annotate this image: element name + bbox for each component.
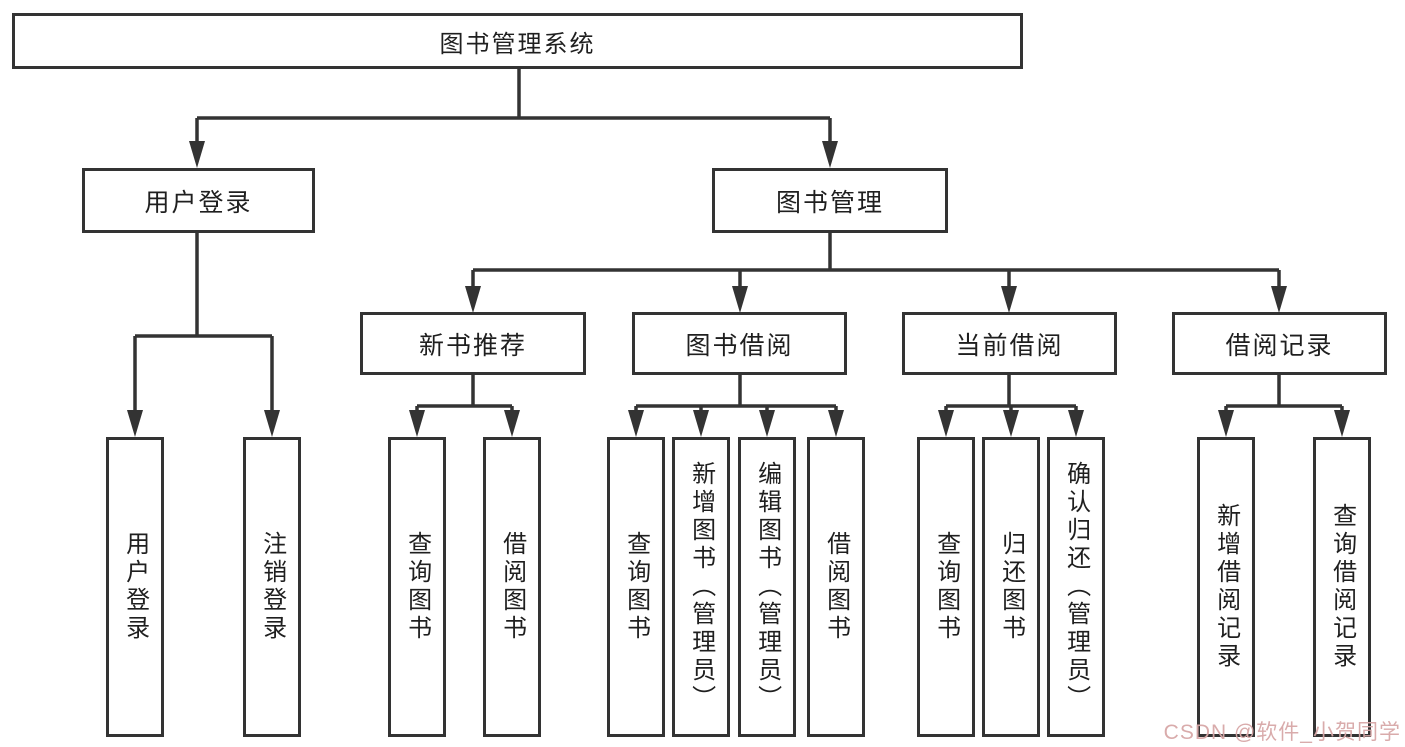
node-book-management: 图书管理 [712, 168, 948, 233]
leaf-logout: 注销登录 [243, 437, 301, 737]
node-user-login: 用户登录 [82, 168, 315, 233]
leaf-borrowing-add-books-admin: 新增图书（管理员） [672, 437, 730, 737]
leaf-user-login: 用户登录 [106, 437, 164, 737]
leaf-records-add-record: 新增借阅记录 [1197, 437, 1255, 737]
node-new-book-recommend: 新书推荐 [360, 312, 586, 375]
csdn-watermark: CSDN @软件_小贺同学 [1163, 721, 1401, 744]
leaf-current-query-books: 查询图书 [917, 437, 975, 737]
node-current-borrowing: 当前借阅 [902, 312, 1117, 375]
leaf-borrowing-query-books: 查询图书 [607, 437, 665, 737]
leaf-recommend-borrow-books: 借阅图书 [483, 437, 541, 737]
leaf-current-confirm-return-admin: 确认归还（管理员） [1047, 437, 1105, 737]
leaf-records-query-record: 查询借阅记录 [1313, 437, 1371, 737]
leaf-recommend-query-books: 查询图书 [388, 437, 446, 737]
node-borrow-records: 借阅记录 [1172, 312, 1387, 375]
leaf-current-return-books: 归还图书 [982, 437, 1040, 737]
node-book-borrowing: 图书借阅 [632, 312, 847, 375]
leaf-borrowing-edit-books-admin: 编辑图书（管理员） [738, 437, 796, 737]
leaf-borrowing-borrow-books: 借阅图书 [807, 437, 865, 737]
node-root-system: 图书管理系统 [12, 13, 1023, 69]
